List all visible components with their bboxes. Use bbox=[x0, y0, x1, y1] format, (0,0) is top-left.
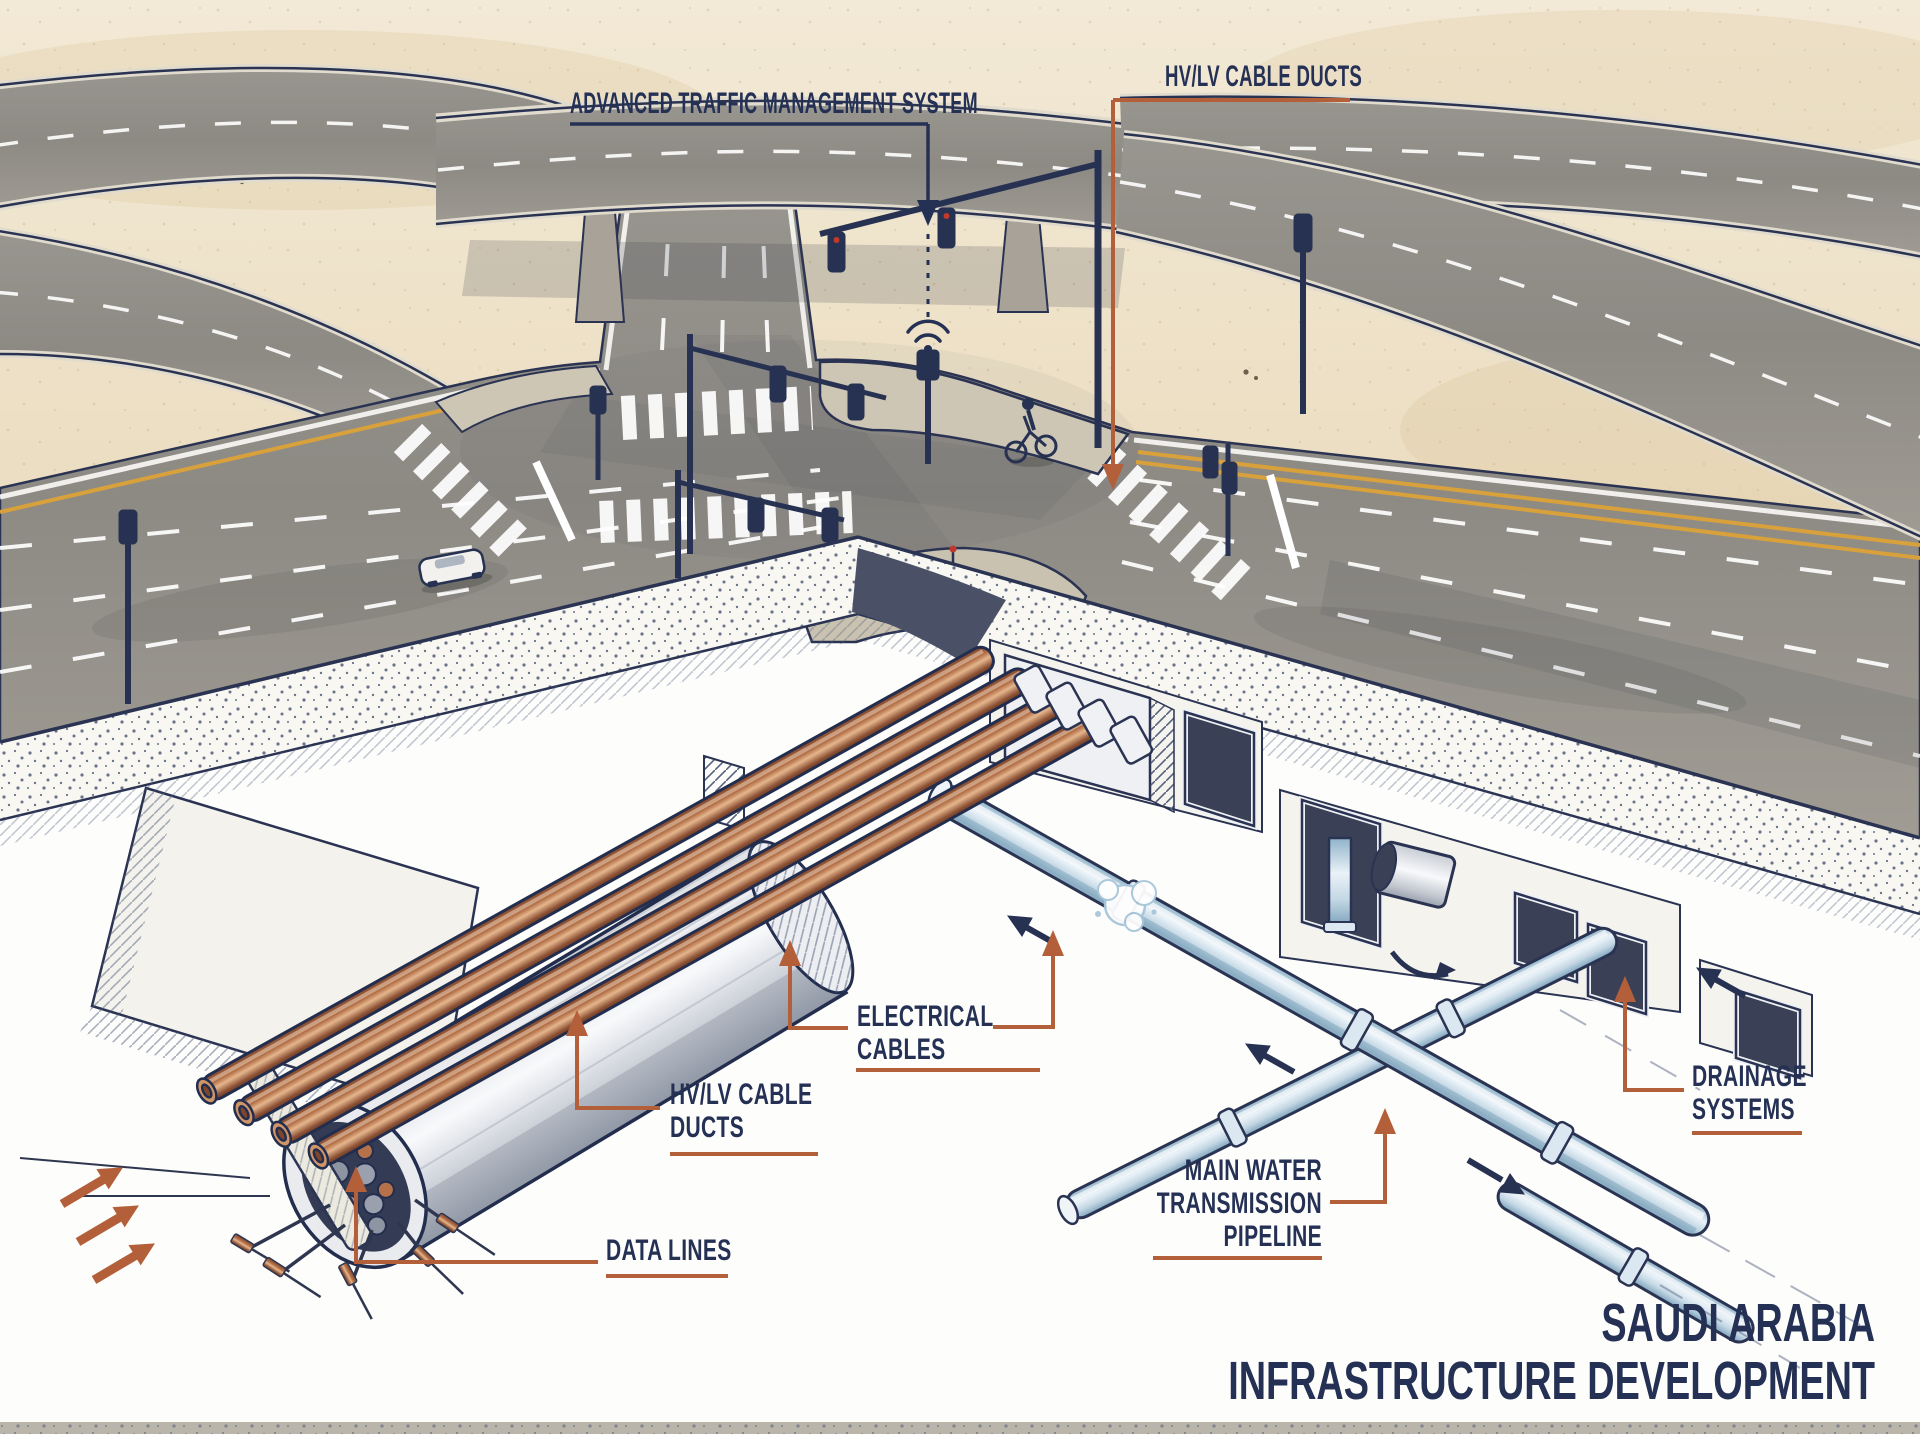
label-electrical-cables: ELECTRICAL CABLES bbox=[857, 1000, 994, 1066]
ramp-right-sweep bbox=[1115, 130, 1920, 541]
label-line: TRANSMISSION bbox=[1156, 1187, 1322, 1220]
overpass-shadow bbox=[462, 240, 1125, 308]
ramp-upper-right bbox=[1119, 92, 1920, 261]
label-line: PIPELINE bbox=[1223, 1220, 1322, 1253]
label-line: MAIN WATER bbox=[1184, 1154, 1322, 1187]
title-line-country: SAUDI ARABIA bbox=[1601, 1293, 1875, 1353]
sketch-lines bbox=[1559, 1009, 1861, 1369]
leader-arrow bbox=[345, 464, 1636, 1192]
crosswalks bbox=[393, 386, 1255, 605]
pipe-cut-ends bbox=[195, 1077, 330, 1170]
ramp-shadow bbox=[1320, 560, 1920, 768]
cyclist bbox=[1004, 398, 1058, 467]
traffic-light-icon bbox=[827, 207, 956, 273]
intersection-roads bbox=[0, 150, 1920, 840]
label-line: CABLES bbox=[857, 1033, 946, 1066]
label-advanced-traffic-management-system: ADVANCED TRAFFIC MANAGEMENT SYSTEM bbox=[570, 87, 978, 120]
overpass-piers bbox=[574, 205, 1050, 323]
label-hvlv-cable-ducts: HV/LV CABLE DUCTS bbox=[670, 1078, 812, 1144]
label-hvlv-cable-ducts-top: HV/LV CABLE DUCTS bbox=[1165, 60, 1363, 93]
pipe-entry-clamps bbox=[1013, 664, 1154, 765]
bottom-edge-strip bbox=[0, 1422, 1920, 1434]
label-line: HV/LV CABLE bbox=[670, 1078, 813, 1111]
label-line: ELECTRICAL bbox=[857, 1000, 994, 1033]
label-main-water-transmission-pipeline: MAIN WATER TRANSMISSION PIPELINE bbox=[1157, 1154, 1322, 1253]
water-splash bbox=[1095, 879, 1157, 932]
rotate-arrow-icon bbox=[1389, 950, 1456, 980]
drainage-pipe-stub bbox=[1370, 840, 1457, 909]
label-line: SYSTEMS bbox=[1692, 1093, 1795, 1126]
car bbox=[418, 548, 493, 594]
label-leaders bbox=[345, 98, 1802, 1278]
label-line: DRAINAGE bbox=[1692, 1060, 1807, 1093]
title-line-subject: INFRASTRUCTURE DEVELOPMENT bbox=[1228, 1351, 1875, 1411]
data-flow-arrows bbox=[59, 1167, 155, 1284]
electrical-cable-pipes bbox=[195, 645, 1107, 1170]
leader-arrow bbox=[917, 200, 939, 226]
page-title: SAUDI ARABIA INFRASTRUCTURE DEVELOPMENT bbox=[1228, 1294, 1875, 1410]
water-pipe-stub bbox=[1323, 836, 1357, 933]
water-pipe-lower bbox=[1496, 1181, 1755, 1344]
data-lines bbox=[19, 1157, 496, 1320]
label-data-lines: DATA LINES bbox=[606, 1234, 732, 1267]
label-line: DUCTS bbox=[670, 1111, 745, 1144]
wifi-icon bbox=[906, 319, 950, 353]
label-drainage-systems: DRAINAGE SYSTEMS bbox=[1692, 1060, 1807, 1126]
water-pipe-branch bbox=[1056, 926, 1619, 1226]
